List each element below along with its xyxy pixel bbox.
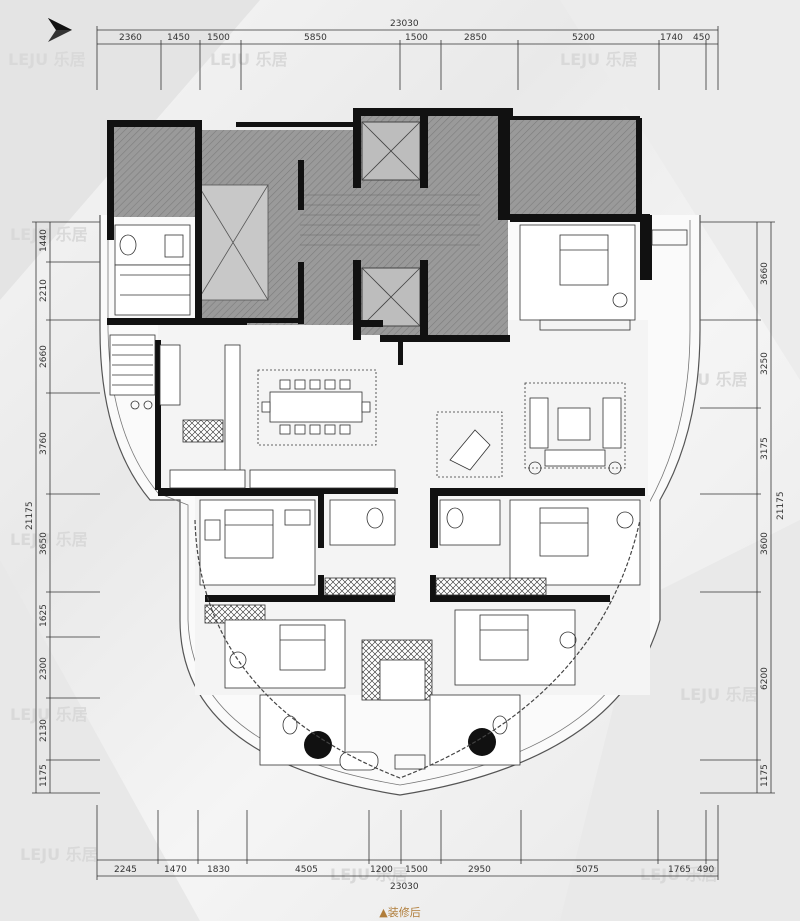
top-dim: 1740 [660,33,683,43]
left-dim: 3760 [39,432,49,455]
left-dim: 1440 [39,229,49,252]
top-dim: 2850 [464,33,487,43]
furniture [109,224,688,771]
top-dim: 1500 [405,33,428,43]
watermark: LEJU 乐居 [210,50,288,69]
right-dim: 3175 [760,437,770,460]
bottom-dim: 5075 [576,865,599,875]
left-dim: 1625 [39,604,49,627]
bottom-total-dimension: 23030 [390,882,419,892]
bottom-dim: 4505 [295,865,318,875]
watermark: LEJU 乐居 [10,225,88,244]
watermark: LEJU 乐居 [560,50,638,69]
right-dim: 3600 [760,532,770,555]
round-column [304,731,332,759]
top-dim: 450 [693,33,710,43]
bottom-dim: 1765 [668,865,691,875]
right-total-dimension: 21175 [776,491,786,520]
right-dim: 1175 [760,764,770,787]
window-line [194,519,641,779]
bottom-dim: 1200 [370,865,393,875]
left-total-dimension: 21175 [25,501,35,530]
top-dim: 5850 [304,33,327,43]
left-dim: 2130 [39,719,49,742]
top-dim: 2360 [119,33,142,43]
bottom-dimension-line [96,805,719,880]
watermark: LEJU 乐居 [680,685,758,704]
top-dim: 5200 [572,33,595,43]
watermark: LEJU 乐居 [10,705,88,724]
watermark: LEJU 乐居 [330,865,408,884]
right-dim: 6200 [760,667,770,690]
bottom-dim: 1500 [405,865,428,875]
right-dim: 3660 [760,262,770,285]
bottom-dim: 2245 [114,865,137,875]
watermark: LEJU 乐居 [20,845,98,864]
bottom-dim: 2950 [468,865,491,875]
plan-caption: ▲装修后 [379,906,421,919]
north-arrow-icon [48,18,72,42]
bottom-dim: 1830 [207,865,230,875]
top-dim: 1500 [207,33,230,43]
right-dimension-line [700,221,775,794]
left-dim: 2300 [39,657,49,680]
left-dim: 1175 [39,764,49,787]
round-column [468,728,496,756]
walls [107,108,652,602]
left-dimension-line [32,221,100,794]
top-total-dimension: 23030 [390,19,419,29]
watermark: LEJU 乐居 [640,865,718,884]
left-dim: 2210 [39,279,49,302]
bottom-dim: 490 [697,865,714,875]
left-dim: 2660 [39,345,49,368]
top-dim: 1450 [167,33,190,43]
left-dim: 3650 [39,532,49,555]
top-dimension-line [96,26,719,90]
right-dim: 3250 [760,352,770,375]
bottom-dim: 1470 [164,865,187,875]
building-core [108,110,638,335]
watermark: LEJU 乐居 [10,530,88,549]
watermark: LEJU 乐居 [8,50,86,69]
